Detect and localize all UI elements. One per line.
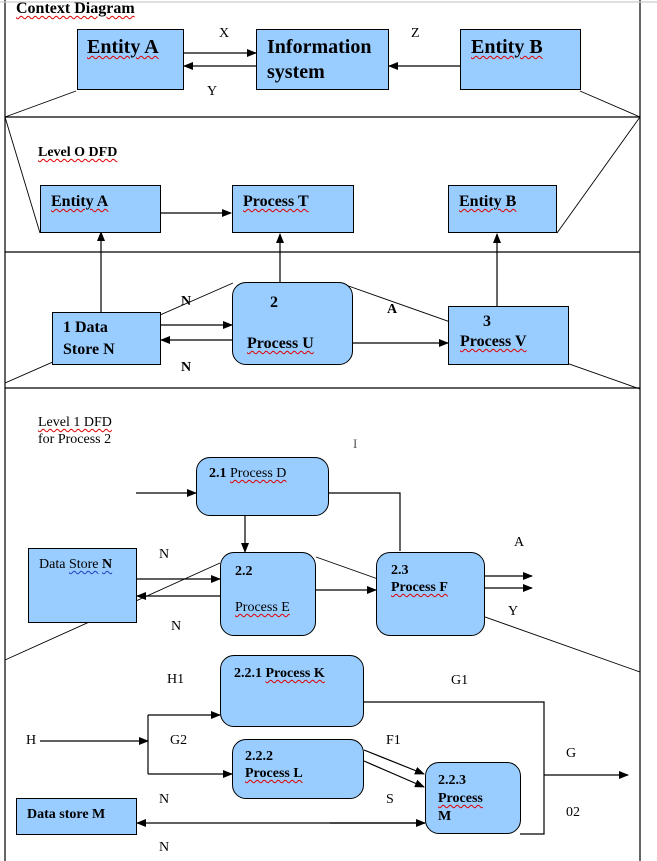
level2-process-m[interactable]: 2.2.3 Process M	[425, 762, 521, 834]
data-store-m-label: Data store M	[27, 807, 106, 822]
process-k-number: 2.2.1	[234, 666, 262, 681]
level0-title-text: Level O DFD	[38, 145, 118, 160]
level1-process-e[interactable]: 2.2 Process E	[220, 552, 316, 636]
level1-data-store-n[interactable]: Data Store N	[28, 548, 137, 623]
process-e-name: Process E	[235, 600, 290, 615]
level2-flow-label-h1: H1	[167, 672, 185, 687]
process-f-name: Process F	[391, 580, 448, 595]
flow-label-x: X	[219, 26, 230, 41]
zoom-line-left-top	[4, 90, 77, 118]
process-d-number: 2.1	[209, 466, 227, 481]
ds-suffix: N	[102, 557, 113, 572]
level0-process-t-label: Process T	[243, 193, 309, 210]
level1-title-word: Level 1 DFD	[38, 415, 112, 430]
level2-data-store-m[interactable]: Data store M	[16, 798, 137, 835]
process-l-name: Process L	[245, 766, 303, 781]
context-information-system[interactable]: Information system	[256, 29, 389, 90]
level1-process-d[interactable]: 2.1 Process D	[196, 457, 329, 516]
level2-flow-label-g2: G2	[170, 733, 188, 748]
flow-d-to-f	[329, 492, 401, 551]
context-diagram-title: Context Diagram	[16, 0, 135, 17]
level2-flow-label-n-top: N	[159, 792, 170, 807]
process-m-name: Process	[438, 791, 483, 806]
level0-data-store-n[interactable]: 1 Data Store N	[52, 312, 161, 365]
context-entity-a[interactable]: Entity A	[77, 29, 184, 90]
process-l-number: 2.2.2	[245, 749, 273, 764]
flow-f1-a	[363, 749, 425, 775]
level0-process-t[interactable]: Process T	[232, 185, 354, 233]
process-m-number: 2.2.3	[438, 773, 466, 788]
level1-flow-label-n-top: N	[159, 547, 170, 562]
data-store-n-label-2: Store N	[63, 341, 115, 358]
information-system-label-2: system	[267, 61, 325, 83]
flow-label-z: Z	[411, 26, 420, 41]
level0-title: Level O DFD	[38, 145, 117, 160]
ds-word: Store	[68, 557, 99, 572]
context-entity-a-label: Entity A	[87, 36, 159, 58]
process-d-name: Process D	[230, 466, 287, 481]
process-f-number: 2.3	[391, 563, 409, 578]
process-d-label: 2.1 Process D	[209, 466, 286, 481]
level0-process-v[interactable]: 3 Process V	[448, 306, 569, 365]
process-u-label: Process U	[247, 335, 314, 352]
level2-flow-label-s: S	[386, 792, 394, 807]
process-u-number: 2	[270, 294, 278, 311]
level0-process-u[interactable]: 2 Process U	[232, 282, 353, 365]
level0-flow-label-n-top: N	[181, 294, 192, 309]
level2-flow-label-h: H	[26, 733, 37, 748]
process-e-number: 2.2	[235, 564, 253, 579]
context-entity-b[interactable]: Entity B	[460, 29, 581, 90]
level1-data-store-label: Data Store N	[39, 557, 112, 572]
level0-entity-a-label: Entity A	[51, 193, 109, 210]
level1-title: Level 1 DFD	[38, 415, 112, 430]
flow-label-y: Y	[207, 84, 218, 99]
data-store-n-label-1: 1 Data	[63, 319, 108, 336]
zoom-line-right-top	[579, 90, 641, 118]
process-v-label: Process V	[460, 333, 527, 350]
level1-flow-label-n-bottom: N	[171, 619, 182, 634]
level0-entity-a[interactable]: Entity A	[40, 185, 161, 233]
level2-flow-label-g: G	[566, 746, 577, 761]
level0-entity-b-label: Entity B	[459, 193, 517, 210]
zoom-line-right-l0	[556, 116, 641, 234]
level0-flow-label-n-bottom: N	[181, 360, 192, 375]
context-entity-b-label: Entity B	[471, 36, 543, 58]
flow-f1-b	[363, 760, 425, 788]
process-m-name-2: M	[438, 809, 452, 824]
process-k-label: 2.2.1 Process K	[234, 666, 325, 681]
level2-flow-label-n-bottom: N	[159, 840, 170, 855]
level1-flow-label-a: A	[514, 535, 525, 550]
level1-process-f[interactable]: 2.3 Process F	[376, 552, 485, 636]
process-k-name: Process K	[265, 666, 325, 681]
level2-flow-label-f1: F1	[386, 733, 401, 748]
zoom-line-left-l0	[4, 116, 41, 234]
level2-flow-label-g1: G1	[451, 673, 469, 688]
level1-flow-label-i: I	[353, 436, 358, 451]
level1-flow-label-y: Y	[508, 604, 519, 619]
level2-flow-label-02: 02	[566, 805, 580, 820]
flow-g1	[364, 701, 545, 835]
level0-entity-b[interactable]: Entity B	[448, 185, 557, 233]
level2-process-l[interactable]: 2.2.2 Process L	[232, 739, 364, 799]
process-v-number: 3	[483, 313, 491, 330]
level1-title-2: for Process 2	[38, 432, 112, 447]
ds-prefix: Data	[39, 557, 69, 572]
level0-flow-label-a: A	[387, 302, 398, 317]
information-system-label-1: Information	[267, 36, 372, 58]
level2-process-k[interactable]: 2.2.1 Process K	[220, 655, 364, 727]
